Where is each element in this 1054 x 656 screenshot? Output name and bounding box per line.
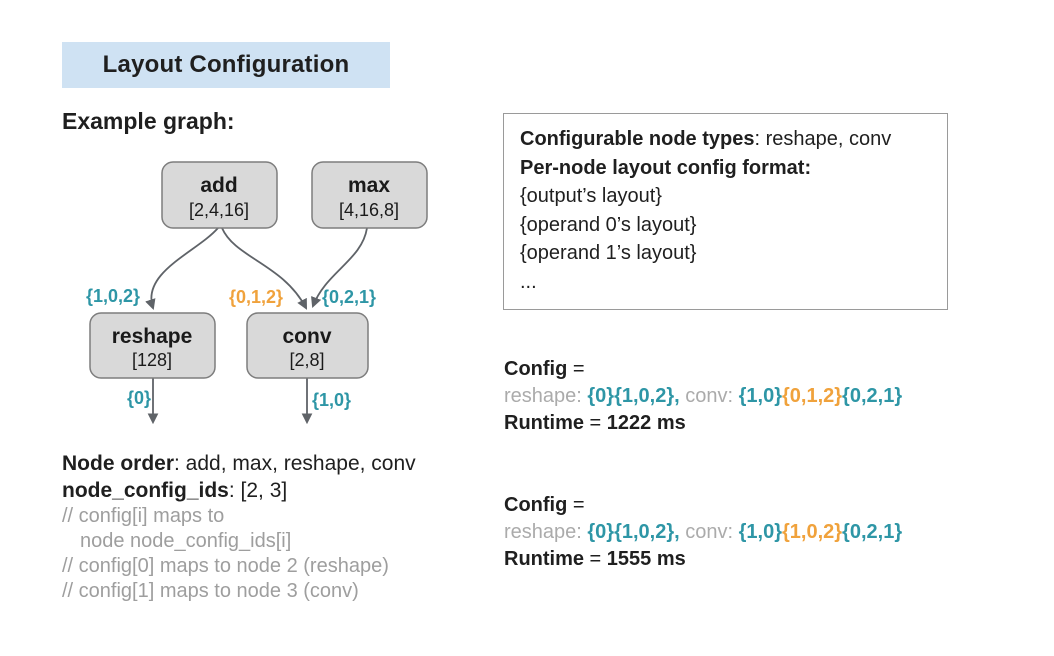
edge-labels: {1,0,2} {0,1,2} {0,2,1} {0} {1,0} — [86, 286, 376, 410]
config-1-values: reshape: {0}{1,0,2}, conv: {1,0}{0,1,2}{… — [504, 383, 1024, 410]
config-1-reshape-label: reshape: — [504, 385, 588, 407]
config-1-conv-label: conv: — [679, 385, 739, 407]
config-2-conv-part2: {1,0,2} — [781, 521, 843, 543]
node-order-value: : add, max, reshape, conv — [174, 452, 416, 475]
config-2-reshape-label: reshape: — [504, 521, 588, 543]
node-reshape-shape: [128] — [132, 350, 172, 370]
node-conv-label: conv — [282, 325, 331, 348]
ellipsis-line: ... — [520, 270, 537, 293]
node-max-label: max — [348, 174, 390, 197]
config-2-runtime-value: 1555 ms — [606, 548, 686, 570]
node-config-ids-value: : [2, 3] — [228, 479, 288, 502]
node-max: max [4,16,8] — [311, 161, 428, 229]
node-config-ids-line: node_config_ids: [2, 3] — [62, 477, 502, 504]
node-max-box — [311, 161, 428, 229]
comment-line-3: // config[0] maps to node 2 (reshape) — [62, 555, 389, 577]
edge-label-add-to-conv: {0,1,2} — [229, 287, 283, 307]
configurable-node-types-label: Configurable node types — [520, 128, 755, 150]
config-1-reshape-value: {0}{1,0,2}, — [587, 385, 680, 407]
config-1-runtime-label: Runtime — [504, 412, 584, 434]
node-add: add [2,4,16] — [161, 161, 278, 229]
node-reshape: reshape [128] — [89, 312, 216, 379]
node-add-shape: [2,4,16] — [189, 200, 249, 220]
node-reshape-label: reshape — [112, 325, 193, 348]
output-layout-line: {output’s layout} — [520, 185, 662, 207]
node-order-line: Node order: add, max, reshape, conv — [62, 450, 502, 477]
config-1-runtime-eq: = — [584, 412, 607, 434]
config-1-equals: = — [567, 358, 585, 380]
edge-max-to-conv — [311, 227, 368, 309]
example-graph-heading: Example graph: — [62, 108, 235, 134]
config-2-label: Config — [504, 494, 568, 516]
edge-add-to-reshape — [145, 227, 219, 311]
node-conv-shape: [2,8] — [289, 350, 324, 370]
config-format-info-box: Configurable node types: reshape, conv P… — [503, 113, 948, 310]
edge-label-reshape-output: {0} — [127, 388, 151, 408]
comment-line-1: // config[i] maps to — [62, 505, 225, 527]
config-result-2: Config = reshape: {0}{1,0,2}, conv: {1,0… — [504, 492, 1024, 573]
config-1-header: Config = — [504, 356, 1024, 383]
config-2-reshape-value: {0}{1,0,2}, — [587, 521, 680, 543]
configurable-node-types-line: Configurable node types: reshape, conv — [520, 125, 931, 154]
edge-label-max-to-conv: {0,2,1} — [322, 287, 376, 307]
edge-label-add-to-reshape: {1,0,2} — [86, 286, 140, 306]
config-2-values: reshape: {0}{1,0,2}, conv: {1,0}{1,0,2}{… — [504, 519, 1024, 546]
config-2-equals: = — [567, 494, 585, 516]
operand0-layout-line: {operand 0’s layout} — [520, 213, 697, 236]
edge-label-conv-output: {1,0} — [312, 390, 351, 410]
node-order-block: Node order: add, max, reshape, conv node… — [62, 450, 502, 604]
node-reshape-box — [89, 312, 216, 379]
node-add-label: add — [200, 174, 237, 197]
comment-line-2: node node_config_ids[i] — [80, 530, 292, 552]
node-max-shape: [4,16,8] — [339, 200, 399, 220]
node-conv-box — [246, 312, 369, 379]
example-graph-diagram: add [2,4,16] max [4,16,8] reshape [128] … — [86, 161, 428, 425]
node-order-label: Node order — [62, 452, 175, 475]
node-conv: conv [2,8] — [246, 312, 369, 379]
config-1-runtime: Runtime = 1222 ms — [504, 410, 1024, 437]
config-2-conv-label: conv: — [679, 521, 739, 543]
config-2-header: Config = — [504, 492, 1024, 519]
node-config-ids-label: node_config_ids — [62, 479, 229, 502]
config-2-runtime-label: Runtime — [504, 548, 584, 570]
per-node-format-heading: Per-node layout config format: — [520, 156, 812, 179]
config-1-label: Config — [504, 358, 568, 380]
configurable-node-types-value: : reshape, conv — [754, 128, 892, 150]
config-2-runtime: Runtime = 1555 ms — [504, 546, 1024, 573]
page-title: Layout Configuration — [62, 42, 390, 88]
graph-edges — [145, 227, 368, 425]
config-1-conv-part3: {0,2,1} — [842, 385, 903, 407]
config-result-1: Config = reshape: {0}{1,0,2}, conv: {1,0… — [504, 356, 1024, 437]
edge-add-to-conv — [221, 227, 308, 310]
node-add-box — [161, 161, 278, 229]
config-2-conv-part3: {0,2,1} — [842, 521, 903, 543]
config-2-runtime-eq: = — [584, 548, 607, 570]
config-1-runtime-value: 1222 ms — [606, 412, 686, 434]
config-1-conv-part1: {1,0} — [738, 385, 782, 407]
config-2-conv-part1: {1,0} — [738, 521, 782, 543]
operand1-layout-line: {operand 1’s layout} — [520, 242, 697, 264]
config-1-conv-part2: {0,1,2} — [781, 385, 843, 407]
comment-line-4: // config[1] maps to node 3 (conv) — [62, 580, 359, 602]
graph-nodes: add [2,4,16] max [4,16,8] reshape [128] … — [89, 161, 428, 379]
